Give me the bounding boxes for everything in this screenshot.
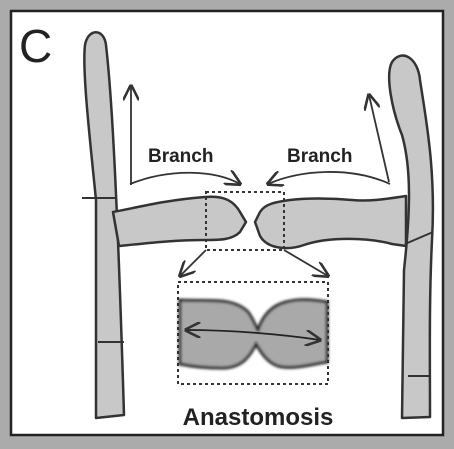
branch-label-right: Branch — [287, 146, 352, 167]
anastomosis-label: Anastomosis — [183, 404, 334, 431]
right-branch-hypha — [255, 196, 406, 248]
branch-label-left: Branch — [148, 146, 213, 167]
panel-letter: C — [19, 20, 52, 72]
